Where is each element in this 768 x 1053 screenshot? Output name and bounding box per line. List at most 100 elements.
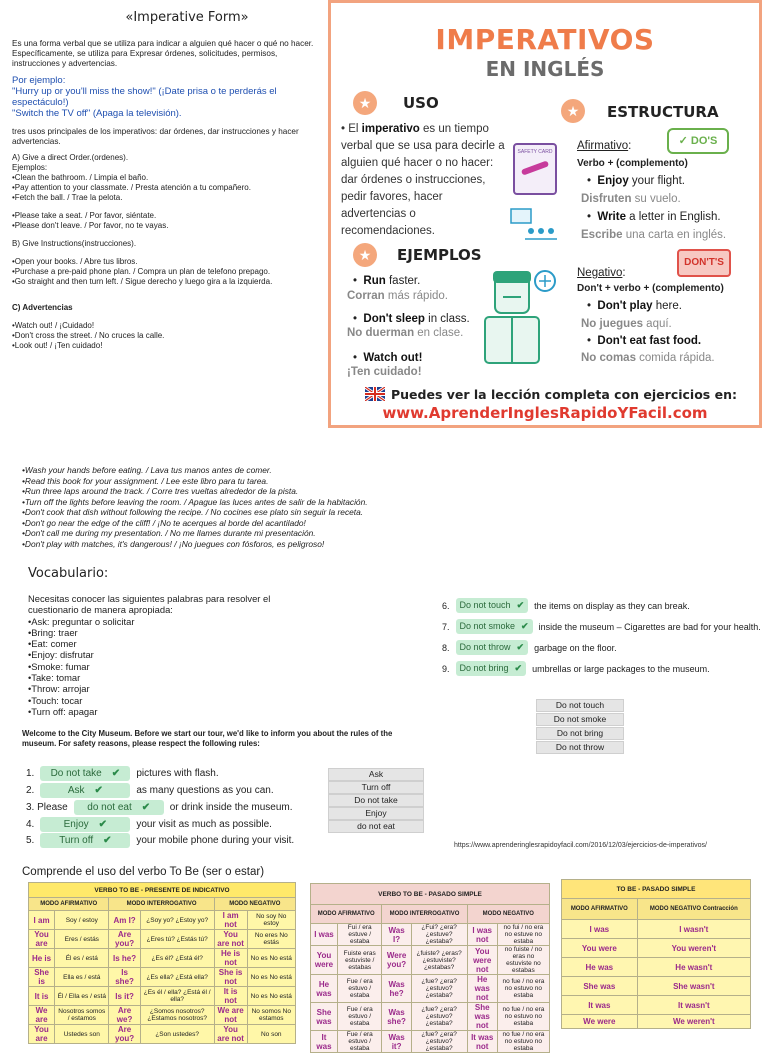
word-bank-item[interactable]: Do not take: [328, 794, 424, 807]
section-b-item: •Purchase a pre-paid phone plan. / Compr…: [12, 267, 271, 276]
infographic-subtitle: EN INGLÉS: [485, 57, 605, 81]
check-icon: ✔: [521, 621, 529, 631]
imperativos-infographic: IMPERATIVOS EN INGLÉS ★ USO • El imperat…: [328, 0, 762, 428]
section-b-title: B) Give Instructions(instrucciones).: [12, 239, 137, 248]
ejemplo-2-translation: No duerman en clase.: [347, 327, 464, 339]
answer-field[interactable]: Do not bring✔: [455, 661, 527, 676]
star-icon: ★: [353, 91, 377, 115]
estructura-title: ESTRUCTURA: [607, 103, 719, 121]
afirmativo-example-1: • Enjoy your flight.: [587, 175, 685, 187]
check-icon: ✔: [111, 768, 121, 779]
answer-field[interactable]: do not eat✔: [73, 800, 164, 815]
section-c-item: •Watch out! / ¡Cuidado!: [12, 321, 95, 330]
list-item: •Bring: traer: [28, 626, 78, 638]
afirmativo-translation-1: Disfruten su vuelo.: [581, 193, 681, 205]
word-bank-item[interactable]: Ask: [328, 768, 424, 781]
word-bank-item[interactable]: Do not bring: [536, 727, 624, 740]
intro-paragraph: Es una forma verbal que se utiliza para …: [12, 39, 314, 68]
check-icon: ✔: [514, 663, 523, 673]
word-bank-item[interactable]: Do not smoke: [536, 713, 624, 726]
example-2: "Switch the TV off" (Apaga la televisión…: [12, 108, 182, 119]
answer-field[interactable]: Enjoy✔: [40, 817, 131, 832]
exercise-row-1: 1. Do not take✔ pictures with flash.: [26, 766, 219, 781]
section-a-item: •Please don't leave. / Por favor, no te …: [12, 221, 169, 230]
dos-badge: ✓ DO'S: [667, 128, 729, 154]
answer-field[interactable]: Ask✔: [40, 783, 131, 798]
star-icon: ★: [561, 99, 585, 123]
uk-flag-icon: [364, 385, 386, 403]
example-1: "Hurry up or you'll miss the show!" (¡Da…: [12, 86, 277, 108]
uso-text: • El imperativo es un tiempo verbal que …: [341, 123, 505, 237]
answer-field[interactable]: Do not throw✔: [455, 640, 529, 655]
section-b-item: •Open your books. / Abre tus libros.: [12, 257, 138, 266]
examples-list: •Wash your hands before eating. / Lava t…: [22, 465, 442, 549]
infographic-title: IMPERATIVOS: [435, 23, 655, 56]
ejemplo-2: • Don't sleep in class.: [353, 313, 470, 325]
section-a-item: •Fetch the ball. / Trae la pelota.: [12, 193, 123, 202]
negativo-example-2: • Don't eat fast food.: [587, 335, 702, 347]
source-link[interactable]: https://www.aprenderinglesrapidoyfacil.c…: [454, 842, 707, 849]
section-title: «Imperative Form»: [125, 10, 249, 25]
check-icon: ✔: [516, 642, 525, 652]
exercise-row-3: 3. Please do not eat✔ or drink inside th…: [26, 800, 293, 815]
tobe-present-table: VERBO TO BE - PRESENTE DE INDICATIVO MOD…: [27, 882, 297, 1044]
footer-url[interactable]: www.AprenderInglesRapidoYFacil.com: [382, 404, 708, 422]
section-a-item: •Pay attention to your classmate. / Pres…: [12, 183, 251, 192]
negativo-formula: Don't + verbo + (complemento): [577, 283, 724, 294]
exercise-row-5: 5. Turn off✔ your mobile phone during yo…: [26, 833, 295, 848]
negativo-translation-2: No comas comida rápida.: [581, 352, 715, 364]
uso-title: USO: [403, 94, 439, 112]
vocab-title: Vocabulario:: [28, 566, 109, 581]
afirmativo-translation-2: Escribe una carta en inglés.: [581, 229, 727, 241]
classroom-icon: [509, 207, 563, 243]
museum-intro: Welcome to the City Museum. Before we st…: [22, 729, 393, 748]
table-title: VERBO TO BE - PRESENTE DE INDICATIVO: [28, 882, 296, 898]
word-bank-item[interactable]: Turn off: [328, 781, 424, 794]
list-item: •Wash your hands before eating. / Lava t…: [22, 465, 272, 475]
list-item: •Don't cook that dish without following …: [22, 507, 364, 517]
list-item: •Run three laps around the track. / Corr…: [22, 486, 299, 496]
list-item: •Throw: arrojar: [28, 683, 90, 695]
section-a-item: •Clean the bathroom. / Limpia el baño.: [12, 173, 149, 182]
answer-field[interactable]: Do not touch✔: [455, 598, 529, 613]
exercise-row-2: 2. Ask✔ as many questions as you can.: [26, 783, 274, 798]
footer-text: Puedes ver la lección completa con ejerc…: [391, 387, 737, 402]
answer-field[interactable]: Turn off✔: [40, 833, 131, 848]
list-item: •Take: tomar: [28, 672, 81, 684]
list-item: •Don't call me during my presentation. /…: [22, 528, 316, 538]
list-item: •Don't go near the edge of the cliff! / …: [22, 517, 306, 528]
section-c-item: •Look out! / ¡Ten cuidado!: [12, 341, 103, 350]
exercise-row-6: 6. Do not touch✔ the items on display as…: [442, 598, 690, 613]
word-bank-item[interactable]: Enjoy: [328, 807, 424, 820]
table-title: VERBO TO BE - PASADO SIMPLE: [310, 883, 550, 905]
section-a-title: A) Give a direct Order.(ordenes).: [12, 153, 129, 162]
ejemplo-3-translation: ¡Ten cuidado!: [347, 366, 422, 378]
tobe-section-title: Comprende el uso del verbo To Be (ser o …: [22, 866, 265, 878]
list-item: •Don't play with matches, it's dangerous…: [22, 538, 325, 549]
exercise-row-7: 7. Do not smoke✔ inside the museum – Cig…: [442, 619, 761, 634]
section-b-item: •Go straight and then turn left. / Sigue…: [12, 277, 273, 286]
vocab-list: Necesitas conocer las siguientes palabra…: [28, 593, 328, 717]
check-icon: ✔: [103, 835, 112, 846]
star-icon: ★: [353, 243, 377, 267]
answer-field[interactable]: Do not take✔: [40, 766, 131, 781]
afirmativo-example-2: • Write a letter in English.: [587, 211, 721, 223]
word-bank-item[interactable]: Do not touch: [536, 699, 624, 712]
exercise-row-8: 8. Do not throw✔ garbage on the floor.: [442, 640, 617, 655]
answer-field[interactable]: Do not smoke✔: [455, 619, 533, 634]
imperative-form-section: «Imperative Form» Es una forma verbal qu…: [12, 6, 322, 351]
safety-card-label: SAFETY CARD: [517, 149, 553, 155]
uses-paragraph: tres usos principales de los imperativos…: [12, 127, 299, 146]
word-bank-item[interactable]: Do not throw: [536, 741, 624, 754]
word-bank-item[interactable]: do not eat: [328, 820, 424, 833]
negativo-example-1: • Don't play here.: [587, 300, 682, 312]
list-item: •Turn off: apagar: [28, 705, 98, 717]
